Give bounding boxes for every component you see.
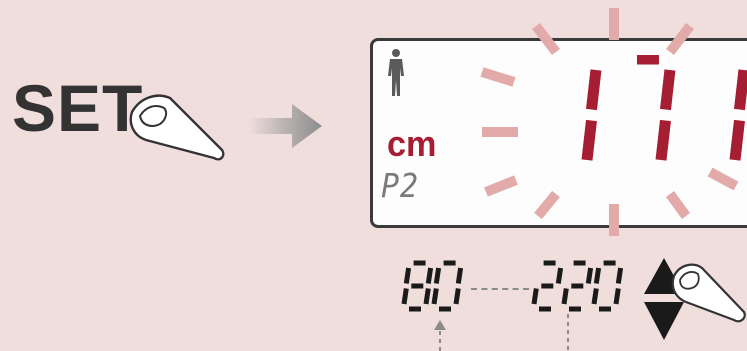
segment-b	[586, 69, 602, 111]
range-separator	[471, 288, 529, 290]
range-min-digits	[401, 260, 464, 312]
segment-f	[593, 267, 602, 284]
finger-press-icon	[129, 94, 225, 161]
range-max-value: 220	[0, 0, 1, 1]
segment-c	[613, 288, 621, 305]
segment-b	[555, 267, 564, 284]
segment-c	[581, 119, 597, 161]
digit-0	[591, 260, 624, 312]
unit-label: cm	[387, 123, 437, 164]
segment-b	[455, 267, 464, 284]
digit-2	[561, 260, 594, 312]
range-max-digits	[531, 260, 624, 312]
height-value: 171	[0, 0, 1, 1]
segment-b	[734, 69, 747, 111]
segment-b	[660, 69, 676, 111]
digit-2	[531, 260, 564, 312]
segment-b	[615, 267, 624, 284]
digit-7	[636, 55, 676, 161]
segment-e	[591, 288, 599, 305]
range-wrap-arrow	[434, 314, 569, 351]
segment-f	[433, 267, 442, 284]
segment-e	[561, 288, 569, 305]
segment-c	[655, 119, 671, 161]
segment-e	[531, 288, 539, 305]
digit-8	[401, 260, 434, 312]
set-button-label[interactable]: SET	[12, 71, 144, 145]
digit-1	[729, 69, 747, 161]
digit-0	[431, 260, 464, 312]
person-icon	[388, 49, 404, 96]
segment-c	[423, 288, 431, 305]
segment-c	[729, 119, 745, 161]
segment-f	[403, 267, 412, 284]
profile-label: P2	[381, 167, 420, 206]
segment-b	[425, 267, 434, 284]
up-down-triangle-icon[interactable]	[640, 250, 747, 350]
segment-b	[585, 267, 594, 284]
segment-e	[431, 288, 439, 305]
height-value-digits	[581, 55, 747, 161]
digit-1	[581, 69, 602, 161]
segment-c	[453, 288, 461, 305]
range-min-value: 80	[0, 0, 1, 1]
segment-e	[401, 288, 409, 305]
arrow-right-icon	[248, 104, 322, 148]
